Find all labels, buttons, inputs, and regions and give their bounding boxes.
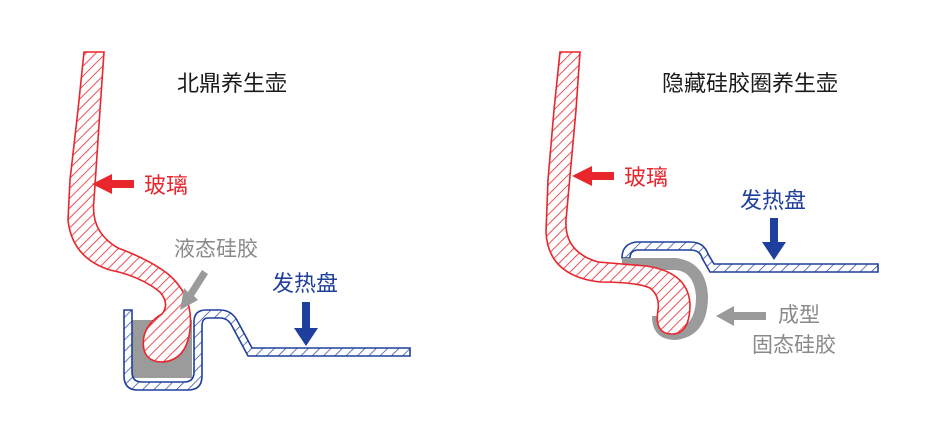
right-heating-pointer: 发热盘 — [740, 189, 806, 260]
right-silicone-label-line1: 成型 — [778, 303, 820, 327]
left-heating-arrow-icon — [294, 302, 318, 346]
left-glass-wall — [67, 51, 192, 363]
right-silicone-label-line2: 固态硅胶 — [752, 333, 836, 357]
left-title: 北鼎养生壶 — [177, 72, 287, 97]
right-heating-label: 发热盘 — [740, 189, 806, 214]
left-silicone-label: 液态硅胶 — [174, 237, 258, 261]
right-heating-plate — [621, 241, 879, 273]
left-heating-plate — [123, 309, 411, 391]
left-glass-pointer: 玻璃 — [92, 174, 188, 199]
right-glass-wall — [545, 51, 691, 335]
left-panel: 北鼎养生壶 玻璃 液态硅胶 发热盘 — [67, 51, 411, 391]
right-glass-pointer: 玻璃 — [572, 166, 668, 191]
right-silicone-arrow-icon — [716, 306, 766, 326]
right-heating-arrow-icon — [762, 218, 786, 260]
right-glass-label: 玻璃 — [624, 166, 668, 191]
left-glass-label: 玻璃 — [144, 174, 188, 199]
left-silicone-pointer: 液态硅胶 — [174, 237, 258, 310]
left-silicone-arrow-icon — [180, 270, 208, 310]
right-title: 隐藏硅胶圈养生壶 — [662, 72, 838, 97]
left-heating-pointer: 发热盘 — [272, 272, 338, 346]
right-panel: 隐藏硅胶圈养生壶 玻璃 发热盘 成型 固态硅胶 — [545, 51, 879, 357]
left-glass-arrow-icon — [92, 174, 134, 194]
right-silicone-pointer: 成型 固态硅胶 — [716, 303, 836, 357]
left-heating-label: 发热盘 — [272, 272, 338, 297]
right-glass-arrow-icon — [572, 166, 614, 186]
